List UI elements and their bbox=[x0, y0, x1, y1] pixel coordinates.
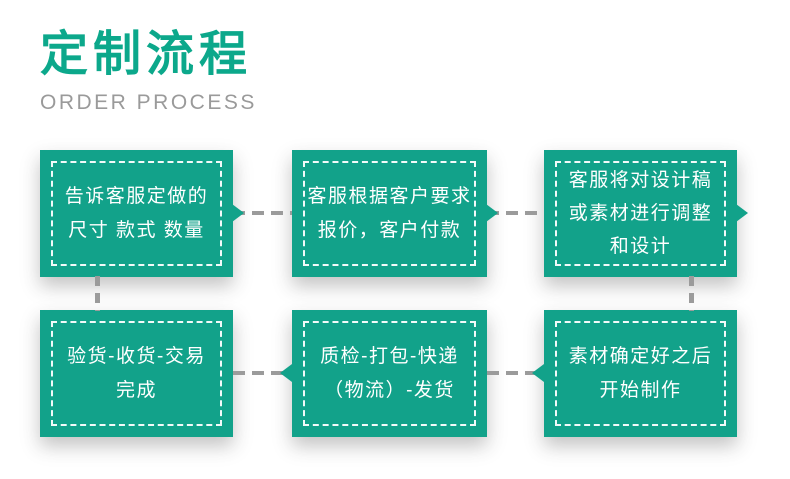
arrow-right-icon bbox=[232, 204, 244, 222]
flow-step-6: 素材确定好之后 开始制作 bbox=[544, 310, 737, 437]
flow-step-3-label: 客服将对设计稿 或素材进行调整 和设计 bbox=[568, 169, 713, 258]
arrow-right-icon bbox=[736, 204, 748, 222]
connector-step6-step5 bbox=[487, 371, 544, 375]
connector-step3-step6-left-column bbox=[95, 276, 100, 311]
arrow-right-icon bbox=[486, 204, 498, 222]
flow-step-6-label: 素材确定好之后 开始制作 bbox=[568, 346, 713, 401]
arrow-left-icon bbox=[280, 364, 292, 382]
flow-step-2-label: 客服根据客户要求 报价，客户付款 bbox=[307, 186, 472, 241]
connector-step3-step6-right-column bbox=[689, 276, 694, 311]
connector-step1-step2 bbox=[233, 211, 292, 215]
flow-step-4-label: 验货-收货-交易 完成 bbox=[67, 346, 206, 401]
arrow-left-icon bbox=[532, 364, 544, 382]
flow-step-5: 质检-打包-快递 （物流）-发货 bbox=[292, 310, 487, 437]
flow-step-1-label: 告诉客服定做的 尺寸 款式 数量 bbox=[64, 186, 209, 241]
page-title: 定制流程 bbox=[40, 28, 253, 81]
page-subtitle: ORDER PROCESS bbox=[40, 90, 257, 114]
flow-step-1: 告诉客服定做的 尺寸 款式 数量 bbox=[40, 150, 233, 277]
page-header: 定制流程 ORDER PROCESS bbox=[40, 26, 257, 115]
flow-step-4: 验货-收货-交易 完成 bbox=[40, 310, 233, 437]
flow-step-5-label: 质检-打包-快递 （物流）-发货 bbox=[320, 346, 459, 401]
connector-step5-step4 bbox=[233, 371, 292, 375]
flow-step-2: 客服根据客户要求 报价，客户付款 bbox=[292, 150, 487, 277]
connector-step2-step3 bbox=[487, 211, 544, 215]
flow-step-3: 客服将对设计稿 或素材进行调整 和设计 bbox=[544, 150, 737, 277]
